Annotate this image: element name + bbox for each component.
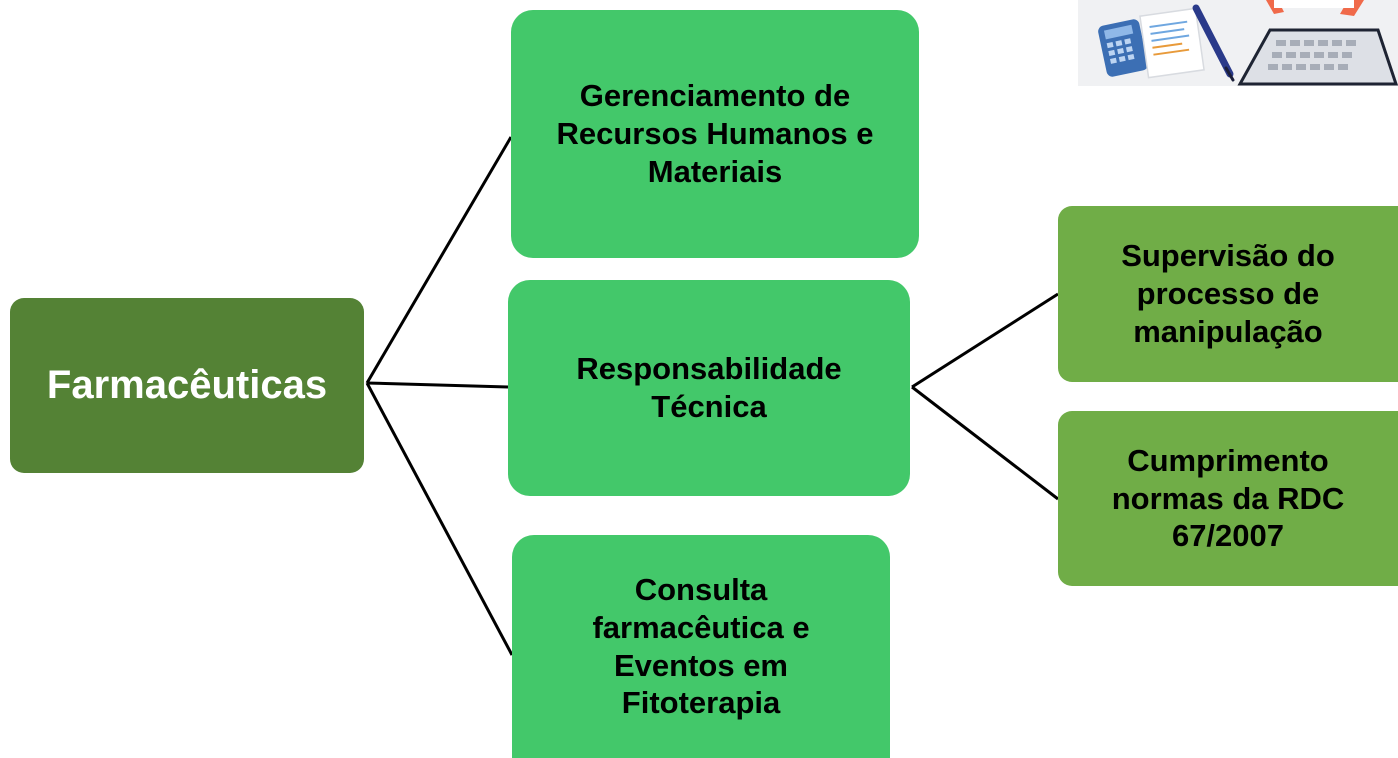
sub-branch-node-label: Supervisão do processo de manipulação — [1121, 238, 1335, 349]
calculator-icon — [1098, 19, 1148, 77]
root-node-label: Farmacêuticas — [46, 363, 328, 408]
connector-root-to-responsabilidade — [366, 381, 509, 389]
branch-node-label: Gerenciamento de Recursos Humanos e Mate… — [556, 78, 874, 189]
branch-node-gerenciamento: Gerenciamento de Recursos Humanos e Mate… — [511, 10, 919, 258]
office-illustration — [1078, 0, 1398, 86]
sub-branch-node-supervisao: Supervisão do processo de manipulação — [1058, 206, 1398, 382]
sub-branch-node-cumprimento: Cumprimento normas da RDC 67/2007 — [1058, 411, 1398, 586]
pen-icon — [1192, 4, 1235, 82]
root-node-farmaceuticas: Farmacêuticas — [10, 298, 364, 473]
document-icon — [1139, 7, 1205, 79]
connector-root-to-gerenciamento — [365, 136, 513, 384]
branch-node-consulta: Consulta farmacêutica e Eventos em Fitot… — [512, 535, 890, 758]
branch-node-responsabilidade: Responsabilidade Técnica — [508, 280, 910, 496]
branch-node-label: Consulta farmacêutica e Eventos em Fitot… — [592, 571, 810, 721]
connector-responsabilidade-to-cumprimento — [911, 385, 1059, 501]
laptop-icon — [1237, 0, 1398, 86]
sub-branch-node-label: Cumprimento normas da RDC 67/2007 — [1111, 442, 1345, 554]
branch-node-label: Responsabilidade Técnica — [576, 351, 842, 424]
connector-root-to-consulta — [365, 382, 514, 656]
connector-responsabilidade-to-supervisao — [911, 292, 1059, 389]
